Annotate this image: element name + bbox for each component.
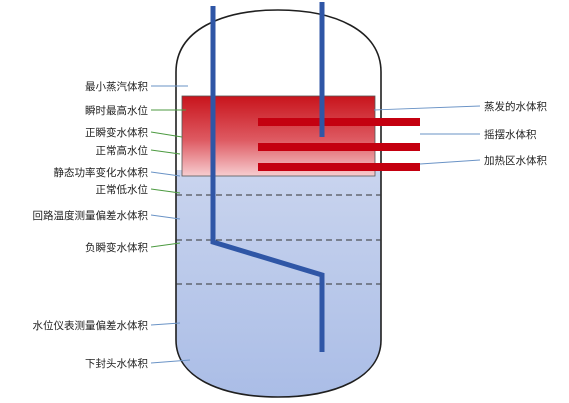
label-sway-volume: 摇摆水体积 bbox=[484, 128, 537, 141]
label-level-instrument-bias-volume: 水位仪表测量偏差水体积 bbox=[33, 319, 149, 332]
label-normal-low-level: 正常低水位 bbox=[96, 183, 149, 196]
heater-bar-3 bbox=[258, 163, 420, 171]
label-evaporated-volume: 蒸发的水体积 bbox=[484, 100, 547, 113]
label-min-steam-volume: 最小蒸汽体积 bbox=[85, 80, 148, 93]
label-positive-transient-volume: 正瞬变水体积 bbox=[85, 126, 148, 139]
surge-pipe bbox=[210, 6, 325, 352]
heater-bar-1 bbox=[258, 118, 420, 126]
label-loop-temp-bias-volume: 回路温度测量偏差水体积 bbox=[33, 209, 149, 222]
label-instant-max-level: 瞬时最高水位 bbox=[85, 104, 148, 117]
vessel-outline bbox=[175, 9, 382, 398]
heater-bar-2 bbox=[258, 143, 420, 151]
water-volume bbox=[176, 170, 381, 397]
label-static-power-change-volume: 静态功率变化水体积 bbox=[54, 166, 149, 179]
leader-lines-right bbox=[373, 105, 481, 165]
label-heater-zone-volume: 加热区水体积 bbox=[484, 154, 547, 167]
label-normal-high-level: 正常高水位 bbox=[96, 144, 149, 157]
label-negative-transient-volume: 负瞬变水体积 bbox=[85, 241, 148, 254]
label-lower-head-volume: 下封头水体积 bbox=[85, 357, 148, 370]
leader-lines-left bbox=[150, 85, 191, 364]
